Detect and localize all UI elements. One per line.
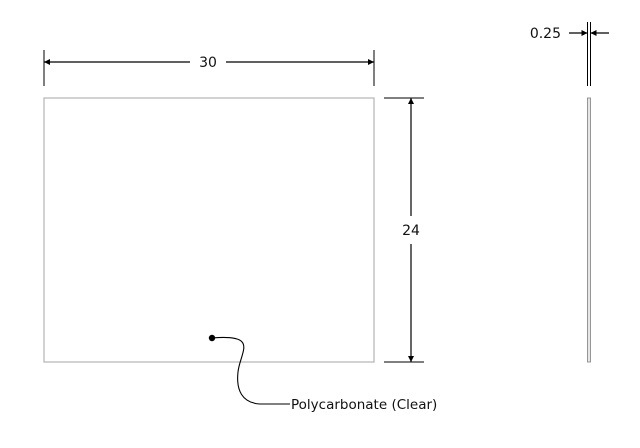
side-view-panel bbox=[587, 97, 591, 363]
material-callout: Polycarbonate (Clear) bbox=[208, 334, 437, 413]
width-dimension: 30 bbox=[43, 50, 375, 86]
thickness-dimension: 0.25 bbox=[530, 22, 609, 86]
callout-material-label: Polycarbonate (Clear) bbox=[291, 397, 437, 413]
width-dimension-value: 30 bbox=[199, 55, 217, 71]
callout-leader-line bbox=[211, 336, 290, 405]
height-dimension: 24 bbox=[384, 97, 424, 363]
thickness-dimension-value: 0.25 bbox=[530, 26, 561, 42]
front-view-panel bbox=[43, 97, 375, 363]
height-dimension-value: 24 bbox=[402, 223, 420, 239]
